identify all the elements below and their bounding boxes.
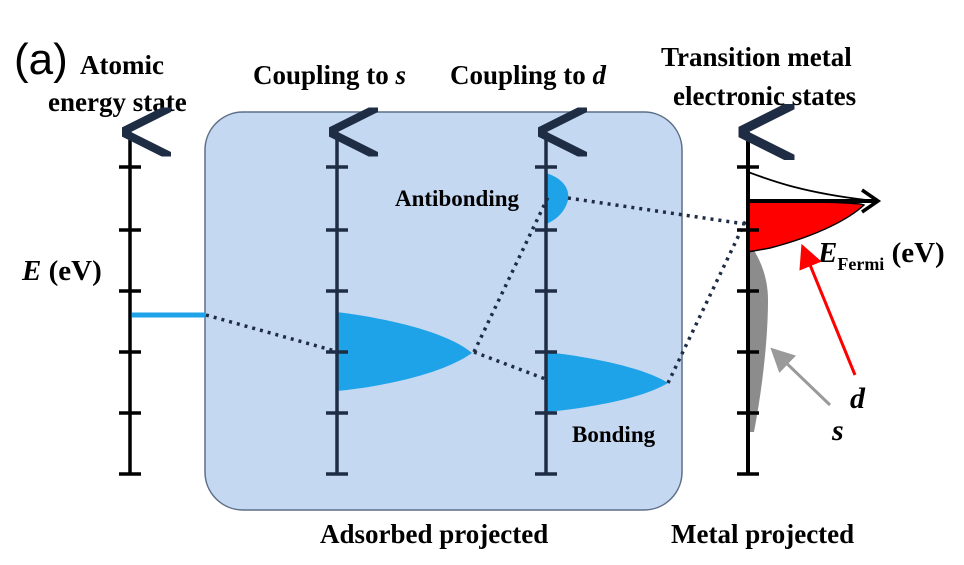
s-band-pointer bbox=[770, 347, 832, 407]
coupling-dotted-lines bbox=[205, 196, 750, 384]
header-atomic-line1: Atomic bbox=[80, 50, 164, 80]
fermi-label: EFermi (eV) bbox=[817, 237, 945, 274]
s-band-label: s bbox=[831, 414, 844, 447]
bonding-label: Bonding bbox=[572, 422, 656, 447]
metal-energy-axis bbox=[737, 132, 759, 476]
footer-metal-projected: Metal projected bbox=[671, 519, 854, 549]
antibonding-state bbox=[546, 173, 569, 224]
panel-label: (a) bbox=[14, 35, 68, 84]
atomic-energy-axis bbox=[119, 132, 141, 476]
footer-adsorbed-projected: Adsorbed projected bbox=[320, 519, 548, 549]
header-transition-metal-line2: electronic states bbox=[673, 81, 856, 111]
coupling-s-axis bbox=[326, 132, 348, 476]
metal-dos bbox=[747, 171, 867, 432]
bonding-state bbox=[546, 352, 668, 412]
header-transition-metal-line1: Transition metal bbox=[661, 42, 852, 72]
dos-outline bbox=[747, 171, 867, 201]
s-band-dos bbox=[748, 242, 768, 432]
fermi-level-arrow bbox=[748, 188, 882, 214]
adsorbed-panel bbox=[204, 111, 683, 511]
antibonding-label: Antibonding bbox=[395, 186, 520, 211]
d-band-dos bbox=[747, 201, 866, 253]
header-coupling-d: Coupling to d bbox=[450, 60, 607, 90]
header-atomic-line2: energy state bbox=[48, 87, 187, 117]
header-coupling-s: Coupling to s bbox=[253, 60, 406, 90]
s-coupled-state bbox=[336, 312, 472, 391]
d-band-pointer bbox=[799, 243, 857, 376]
energy-axis-label: E (eV) bbox=[21, 255, 102, 287]
coupling-d-axis bbox=[535, 132, 557, 476]
d-band-label: d bbox=[850, 382, 866, 415]
